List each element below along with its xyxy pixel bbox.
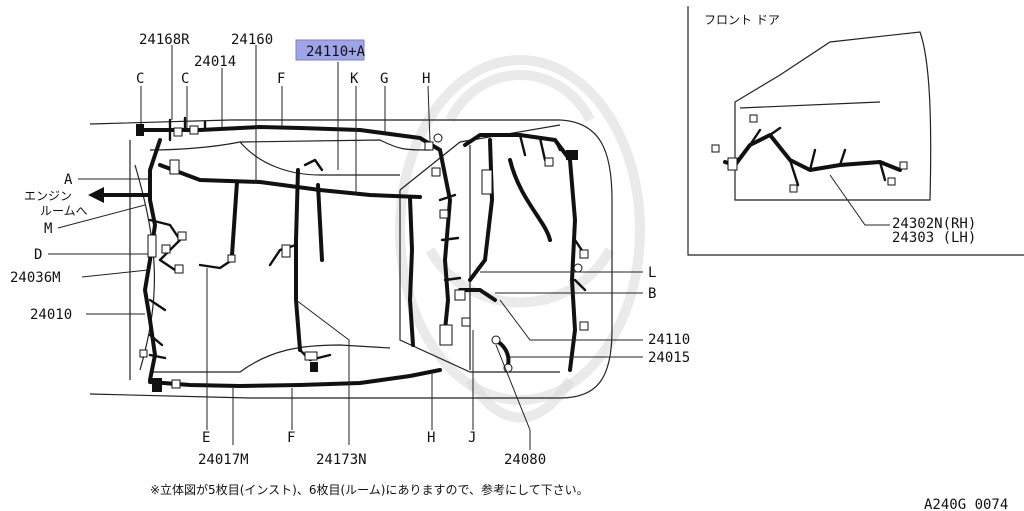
label-24010: 24010 [30,307,72,323]
label-24015: 24015 [648,350,690,366]
label-F-top: F [277,71,285,87]
label-L: L [648,265,656,281]
label-M-left: M [44,221,52,237]
label-J-bottom: J [468,430,476,446]
label-B: B [648,286,656,302]
highlight-24110A [295,39,365,61]
label-F-bottom: F [287,430,295,446]
label-24160: 24160 [231,32,273,48]
label-engine-room-2: ルームへ [40,204,88,218]
label-24302N-RH: 24302N(RH) [892,216,976,232]
inset-title: フロント ドア [704,13,780,27]
label-24110: 24110 [648,332,690,348]
label-D-left: D [34,247,42,263]
footnote: ※立体図が5枚目(インスト)、6枚目(ルーム)にありますので、参考にして下さい。 [150,482,589,497]
label-A-left: A [64,172,73,188]
label-24168R: 24168R [139,32,190,48]
connectors [136,124,589,392]
watermark-emblem [395,55,645,423]
part-labels: 24168R 24160 24110+A 24014 C C F G K H A… [10,13,1008,511]
label-24014: 24014 [194,54,236,70]
label-K-top: K [350,71,359,87]
label-24303-LH: 24303 (LH) [892,230,976,246]
label-24110A: 24110+A [306,44,366,60]
front-door-inset [687,6,1024,256]
figure-id: A240G 0074 [924,497,1008,511]
label-G-top: G [380,71,388,87]
label-C-right: C [181,71,189,87]
label-24080: 24080 [504,452,546,468]
label-H-top: H [422,71,430,87]
label-H-bottom: H [427,430,435,446]
label-24017M: 24017M [198,452,249,468]
label-E-bottom: E [202,430,210,446]
harness-main [138,125,577,388]
label-24173N: 24173N [316,452,367,468]
leader-lines [48,45,643,450]
label-C-left: C [136,71,144,87]
engine-room-arrow [88,187,150,203]
label-24036M: 24036M [10,270,61,286]
vehicle-body-outline [89,119,613,399]
label-engine-room-1: エンジン [24,189,72,203]
harness-branches [148,116,587,362]
